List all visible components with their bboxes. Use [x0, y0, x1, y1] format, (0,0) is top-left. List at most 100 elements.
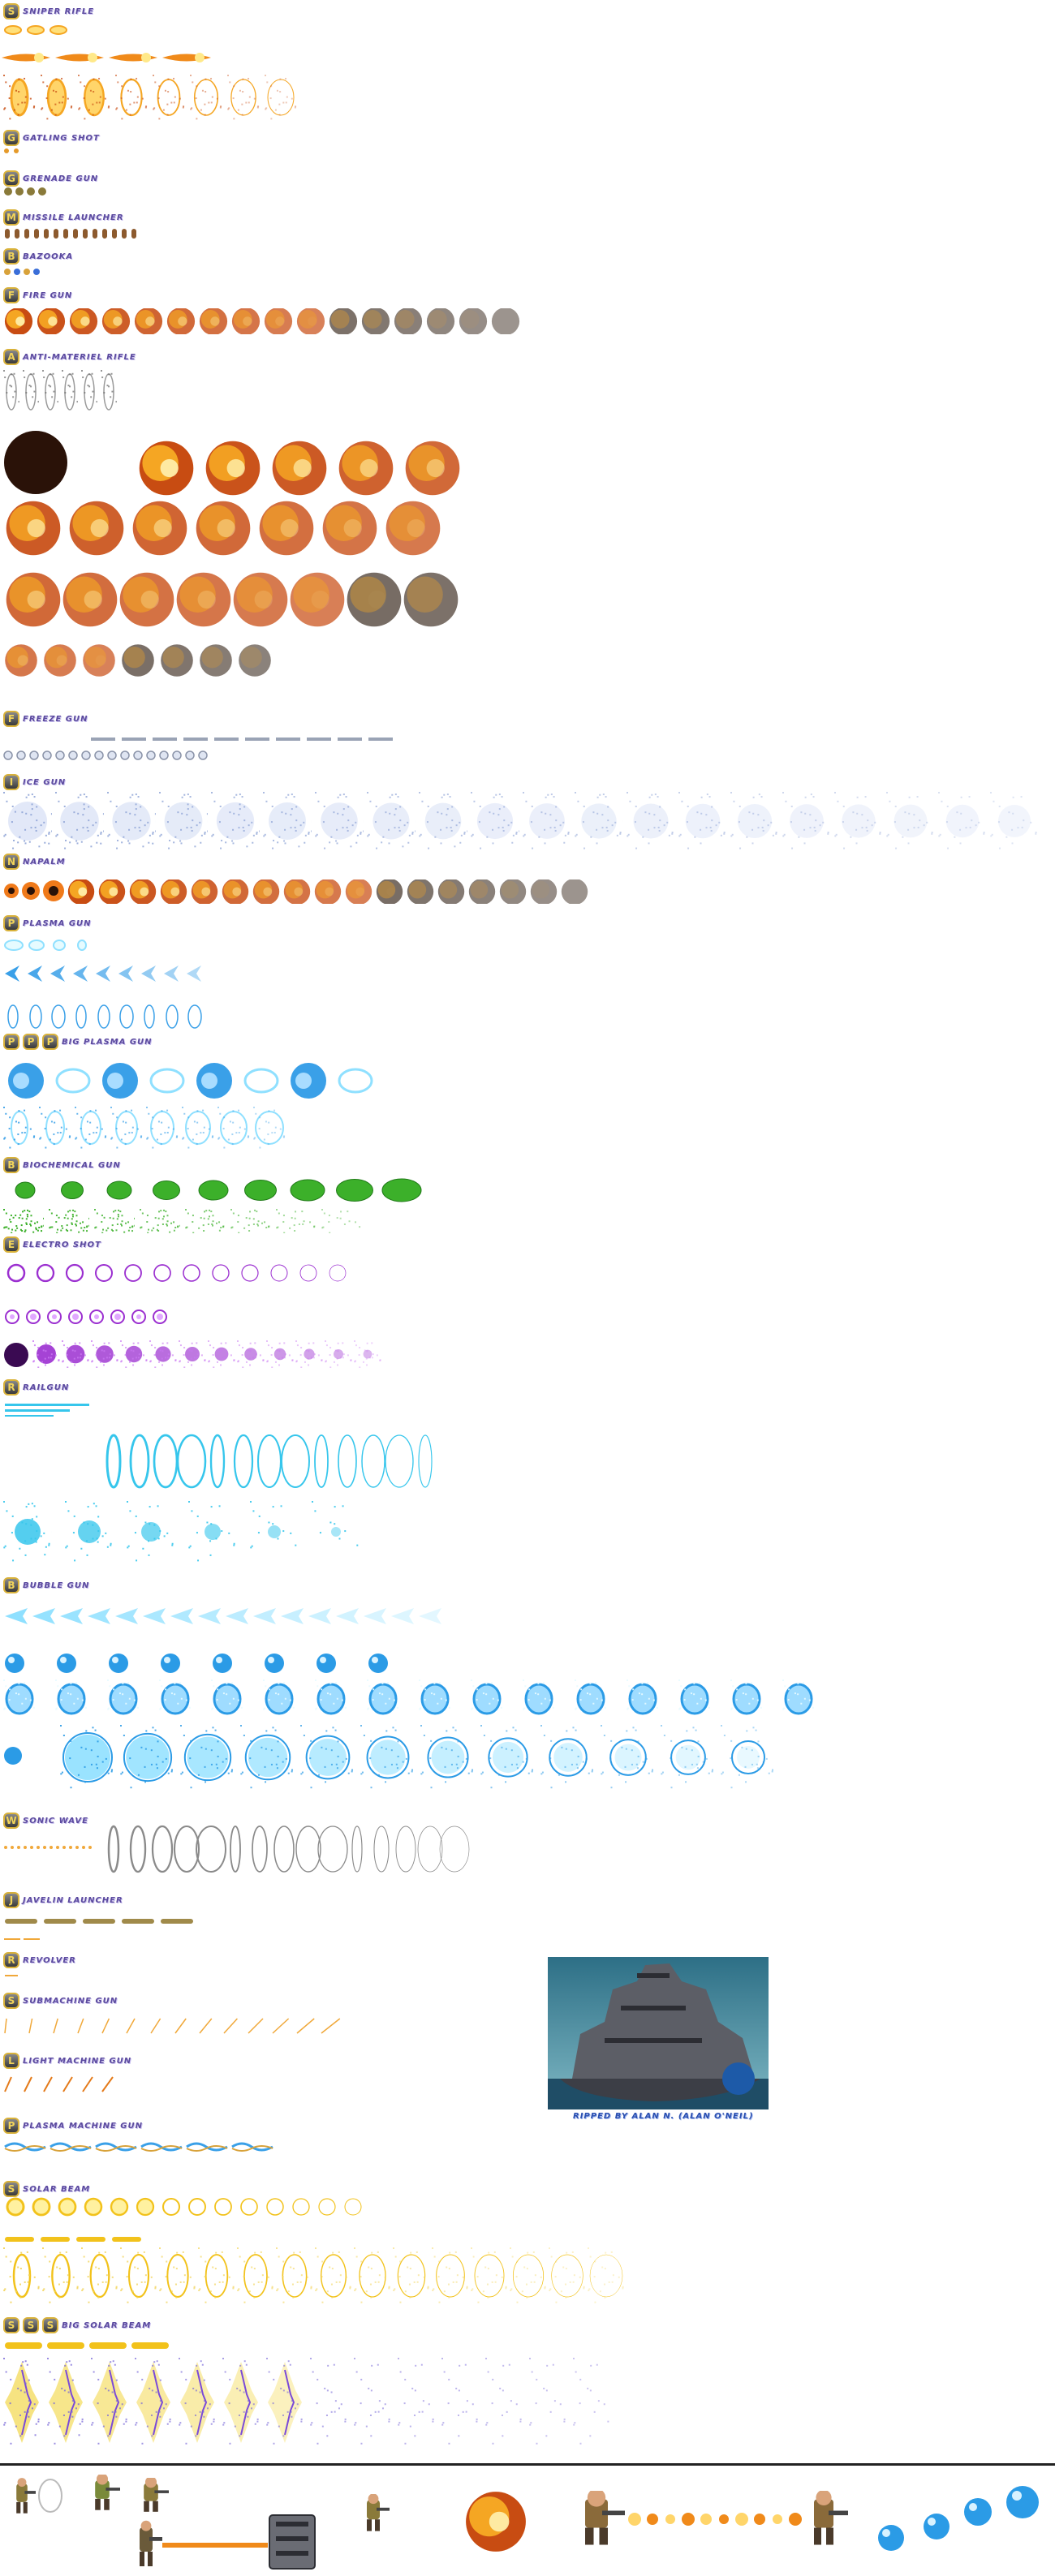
sonic-ring-11: [351, 1826, 363, 1873]
napalm-puff-4: [160, 879, 187, 904]
sniper-bullet-1: [4, 25, 22, 35]
sonic-spark-13: [82, 1846, 85, 1849]
railgun-ring-12: [385, 1434, 414, 1488]
plasma-bolt-2: [28, 940, 45, 951]
napalm-puff-8: [283, 879, 311, 904]
bubble-streak-16: [419, 1608, 441, 1624]
antimateriel-explosion-r1-4: [338, 441, 394, 496]
solar-pulse-9: [214, 2198, 232, 2216]
bigplasma-splash-7: [217, 1107, 250, 1149]
footer-soldier-5: [367, 2494, 390, 2531]
sonic-spark-9: [56, 1846, 59, 1849]
napalm-puff-10: [345, 879, 372, 904]
napalm-puff-1: [67, 879, 95, 904]
sonic-spark-1: [4, 1846, 7, 1849]
railgun-ring-13: [418, 1434, 433, 1488]
sonic-ring-2: [129, 1825, 147, 1873]
sonic-spark-10: [62, 1846, 66, 1849]
antimateriel-explosion-r3-4: [176, 572, 231, 627]
sniper-bullet-2: [27, 25, 45, 35]
javelin-missile-4: [122, 1919, 154, 1924]
sniper-trail-4: [162, 53, 211, 62]
bubble-orb-8: [368, 1654, 388, 1673]
biochemical-splat-2: [49, 1209, 89, 1233]
solar-flare-3: [81, 2247, 118, 2303]
bigsolar-bar-1: [5, 2342, 42, 2349]
bazooka-shell-2: [14, 269, 20, 275]
sonic-spark-5: [30, 1846, 33, 1849]
weapon-badge-icon: M: [3, 209, 19, 226]
electro-spark-4: [68, 1310, 83, 1324]
bubble-small-orb: [4, 1747, 22, 1765]
footer-flame-stream: [628, 2513, 802, 2526]
electro-burst-6: [179, 1340, 206, 1368]
sniper-impact-1: [3, 75, 36, 120]
ice-cloud-16: [782, 792, 829, 849]
freeze-flake-6: [68, 750, 78, 760]
sonic-ring-9: [295, 1826, 321, 1873]
solar-flare-2: [42, 2247, 79, 2303]
weapon-name: ICE GUN: [23, 777, 67, 787]
antimateriel-explosion-r3-1: [6, 572, 61, 627]
bubble-pop-1: [60, 1725, 114, 1789]
plasma-burst-7: [141, 965, 156, 982]
ice-cloud-5: [211, 792, 260, 849]
solar-flare-12: [432, 2247, 468, 2303]
sonic-ring-1: [107, 1825, 120, 1873]
electro-ring-9: [241, 1264, 259, 1282]
bigplasma-head-5: [196, 1063, 232, 1099]
lightmachine-tracer-6: [101, 2076, 114, 2092]
plasma-bolt-3: [53, 940, 66, 951]
fire-puff-9: [264, 308, 293, 334]
plasmamachine-beam-3: [95, 2142, 137, 2152]
bazooka-shell-1: [4, 269, 11, 275]
antimateriel-explosion-r2-2: [69, 501, 124, 556]
lightmachine-tracer-2: [24, 2076, 32, 2092]
railgun-ring-7: [256, 1434, 282, 1489]
bubble-orb-7: [316, 1654, 336, 1673]
weapon-name: JAVELIN LAUNCHER: [23, 1895, 123, 1905]
bubble-pop-5: [300, 1725, 354, 1789]
antimateriel-explosion-r4-5: [161, 644, 193, 677]
bubble-bloom-11: [523, 1679, 554, 1715]
biochemical-blob-6: [244, 1180, 277, 1201]
bubble-bloom-7: [315, 1679, 347, 1715]
bubble-bloom-10: [471, 1679, 502, 1715]
bubble-bloom-3: [107, 1679, 139, 1715]
footer-beam: [162, 2543, 268, 2548]
solar-flare-8: [276, 2247, 312, 2303]
weapon-name: PLASMA MACHINE GUN: [23, 2121, 144, 2131]
bigplasma-head-8: [338, 1068, 373, 1094]
fire-puff-15: [459, 308, 488, 334]
railgun-splash-5: [250, 1501, 297, 1549]
bubble-bloom-12: [575, 1679, 606, 1715]
electro-dark-orb: [4, 1343, 28, 1367]
railgun-ring-4: [176, 1434, 207, 1489]
sniper-impact-4: [115, 75, 148, 120]
antimateriel-shock-4: [62, 370, 78, 411]
missile-sprite-14: [131, 229, 136, 239]
antimateriel-explosion-r2-1: [6, 501, 61, 556]
electro-ring-12: [329, 1264, 347, 1282]
railgun-ring-8: [281, 1434, 310, 1488]
solar-flare-9: [315, 2247, 351, 2303]
antimateriel-explosion-r3-8: [403, 572, 459, 627]
bubble-streak-13: [336, 1608, 359, 1624]
weapon-name: SUBMACHINE GUN: [23, 1996, 118, 2006]
sonic-spark-6: [37, 1846, 40, 1849]
footer-explosion: [466, 2492, 526, 2552]
bubble-orb-5: [213, 1654, 232, 1673]
freeze-flake-7: [81, 750, 91, 760]
ice-cloud-2: [55, 792, 104, 849]
railgun-splash-1: [3, 1501, 52, 1562]
plasma-ring-6: [119, 1004, 134, 1029]
bubble-streak-10: [253, 1608, 276, 1624]
credit-text: RIPPED BY ALAN N. (ALAN O'NEIL): [573, 2112, 754, 2121]
sonic-spark-12: [75, 1846, 79, 1849]
